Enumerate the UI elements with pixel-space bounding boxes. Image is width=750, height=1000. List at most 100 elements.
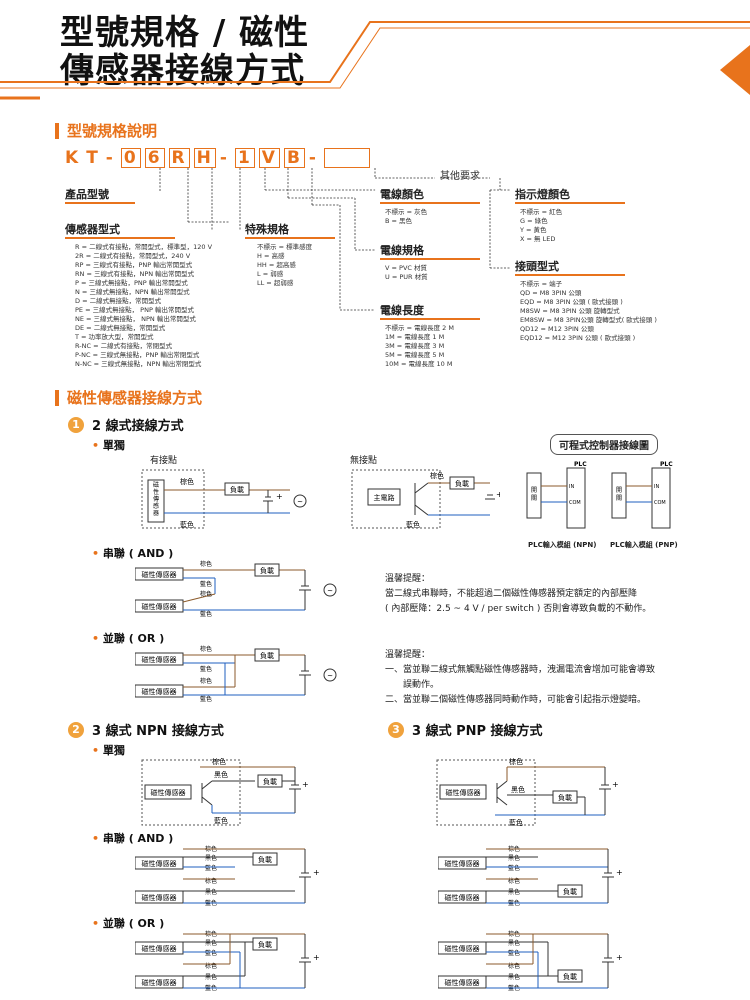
npn-title: 3 線式 NPN 接線方式 xyxy=(92,724,224,739)
svg-text:磁性傳感器: 磁性傳感器 xyxy=(151,788,186,797)
svg-text:黑色: 黑色 xyxy=(214,770,228,779)
svg-text:磁性傳感器: 磁性傳感器 xyxy=(153,481,159,517)
svg-text:棕色: 棕色 xyxy=(200,560,212,568)
svg-text:+: + xyxy=(313,953,320,962)
code-box-blank xyxy=(323,148,370,168)
svg-text:磁性傳感器: 磁性傳感器 xyxy=(446,788,481,797)
diagram-npn-single: 磁性傳感器 棕色 黑色 藍色 負載 + xyxy=(141,757,309,826)
sensor-type-item: P-NC = 三線式無接點，PNP 輸出常閉型式 xyxy=(75,351,200,359)
led-color-item: X = 無 LED xyxy=(520,235,556,243)
wire-length-item: 10M = 電線長度 10 M xyxy=(385,360,453,368)
special-spec-list: 不標示 = 標準感度 H = 高感 HH = 超高感 L = 弱感 LL = 超… xyxy=(257,243,347,288)
svg-text:磁性傳感器: 磁性傳感器 xyxy=(445,944,480,953)
svg-text:磁性傳感器: 磁性傳感器 xyxy=(142,859,177,868)
connector-item: M8SW = M8 3PIN 公頭 旋轉型式 xyxy=(520,307,620,315)
svg-text:負載: 負載 xyxy=(258,855,272,864)
sensor-type-item: P = 三線式無接點，PNP 輸出常開型式 xyxy=(75,279,188,287)
code-box: B xyxy=(283,148,305,168)
svg-text:開: 開 xyxy=(616,487,622,494)
sensor-type-item: DE = 二線式無接點，常開型式 xyxy=(75,324,166,332)
code-box: 0 xyxy=(120,148,141,168)
svg-text:藍色: 藍色 xyxy=(205,949,217,957)
connector-label: 接頭型式 xyxy=(515,259,625,276)
svg-text:磁性傳感器: 磁性傳感器 xyxy=(142,655,177,664)
diagram-pnp-parallel: 磁性傳感器 磁性傳感器 棕色 黑色 藍色 棕色 黑色 藍色 負載 + xyxy=(438,930,623,992)
code-box: H xyxy=(193,148,216,168)
led-color-item: Y = 黃色 xyxy=(520,226,547,234)
wire-spec-item: U = PUR 材質 xyxy=(385,273,428,281)
diagram-pnp-series: 磁性傳感器 磁性傳感器 棕色 黑色 藍色 棕色 黑色 藍色 負載 + xyxy=(438,845,623,907)
svg-text:負載: 負載 xyxy=(563,887,577,896)
pnp-heading: 3 3 線式 PNP 接線方式 xyxy=(388,720,543,739)
two-wire-heading: 1 2 線式接線方式 xyxy=(68,415,184,434)
svg-text:藍色: 藍色 xyxy=(508,949,520,957)
sensor-type-item: NE = 三線式無接點， NPN 輸出常開型式 xyxy=(75,315,196,323)
svg-text:負載: 負載 xyxy=(260,651,274,660)
bullet-single: 單獨 xyxy=(92,437,125,453)
code-box: R xyxy=(168,148,190,168)
svg-text:藍色: 藍色 xyxy=(200,610,212,618)
svg-text:棕色: 棕色 xyxy=(205,962,217,970)
note-series: 溫馨提醒： 當二線式串聯時，不能超過二個磁性傳感器預定額定的內部壓降 ( 內部壓… xyxy=(385,572,715,617)
sensor-type-item: N-NC = 三線式無接點，NPN 輸出常閉型式 xyxy=(75,360,202,368)
sensor-type-item: D = 二線式無接點，常開型式 xyxy=(75,297,162,305)
bullet-series-3wire: 串聯 ( AND ) xyxy=(92,830,173,846)
connector-list: 不標示 = 端子 QD = M8 3PIN 公頭 EQD = M8 3PIN 公… xyxy=(520,280,700,343)
wire-color-list: 不標示 = 灰色 B = 黑色 xyxy=(385,208,485,226)
svg-text:+: + xyxy=(276,492,283,501)
sensor-type-item: RP = 三線式有接點，PNP 輸出常開型式 xyxy=(75,261,193,269)
svg-text:棕色: 棕色 xyxy=(508,877,520,885)
svg-text:+: + xyxy=(496,490,500,499)
bullet-parallel-3wire: 並聯 ( OR ) xyxy=(92,915,164,931)
spec-connector-lines xyxy=(159,168,510,311)
code-char: - xyxy=(105,148,115,168)
with-contact-label: 有接點 xyxy=(150,456,178,466)
svg-text:棕色: 棕色 xyxy=(508,962,520,970)
special-spec-item: HH = 超高感 xyxy=(257,261,296,269)
wire-color-item: B = 黑色 xyxy=(385,217,413,225)
diagram-pnp-single: 磁性傳感器 棕色 黑色 藍色 負載 + xyxy=(436,757,619,827)
wire-length-item: 1M = 電線長度 1 M xyxy=(385,333,445,341)
svg-text:棕色: 棕色 xyxy=(212,757,226,766)
svg-text:黑色: 黑色 xyxy=(508,939,520,947)
two-wire-title: 2 線式接線方式 xyxy=(92,419,184,434)
svg-text:負載: 負載 xyxy=(263,777,277,786)
note-title: 溫馨提醒： xyxy=(385,574,431,584)
code-char: - xyxy=(219,148,229,168)
blue-label: 藍色 xyxy=(180,520,194,529)
wire-color-label: 電線顏色 xyxy=(380,187,480,204)
wire-spec-list: V = PVC 材質 U = PUR 材質 xyxy=(385,264,485,282)
number-badge: 1 xyxy=(68,416,84,433)
code-char: - xyxy=(308,148,318,168)
svg-text:負載: 負載 xyxy=(455,479,469,488)
number-badge: 2 xyxy=(68,721,84,738)
diagram-npn-parallel: 磁性傳感器 磁性傳感器 棕色 黑色 藍色 棕色 黑色 藍色 負載 + xyxy=(135,930,320,992)
led-color-item: 不標示 = 紅色 xyxy=(520,208,563,216)
svg-text:棕色: 棕色 xyxy=(200,590,212,598)
svg-text:+: + xyxy=(616,868,623,877)
diagram-2wire-series: 磁性傳感器 磁性傳感器 棕色 藍色 棕色 藍色 負載 ~ xyxy=(135,560,337,618)
svg-text:負載: 負載 xyxy=(260,566,274,575)
plc-pnp-label: PLC輸入模組 (PNP) xyxy=(610,541,678,549)
svg-text:PLC: PLC xyxy=(574,461,587,468)
diagram-2wire-nocontact: 主電路 棕色 藍色 負載 + xyxy=(351,469,500,529)
svg-text:藍色: 藍色 xyxy=(214,816,228,825)
sensor-type-item: T = 功率放大型，常開型式 xyxy=(75,333,154,341)
wire-length-item: 3M = 電線長度 3 M xyxy=(385,342,445,350)
note-parallel: 溫馨提醒： 一、當並聯二線式無觸點磁性傳感器時，洩漏電流會增加可能會導致 誤動作… xyxy=(385,648,715,708)
svg-text:黑色: 黑色 xyxy=(205,939,217,947)
svg-text:磁性傳感器: 磁性傳感器 xyxy=(142,570,177,579)
special-spec-label: 特殊規格 xyxy=(245,222,335,239)
sensor-type-item: R-NC = 二線式有接點，常閉型式 xyxy=(75,342,173,350)
svg-text:負載: 負載 xyxy=(258,940,272,949)
code-box: V xyxy=(258,148,280,168)
svg-text:黑色: 黑色 xyxy=(205,888,217,896)
note-line: ( 內部壓降：2.5 ~ 4 V / per switch ) 否則會導致負載的… xyxy=(385,604,652,614)
svg-text:藍色: 藍色 xyxy=(508,864,520,872)
diagram-plc: PLC 開 關 IN COM PLC 開 關 IN COM xyxy=(526,461,673,529)
svg-text:負載: 負載 xyxy=(558,793,572,802)
svg-text:磁性傳感器: 磁性傳感器 xyxy=(445,859,480,868)
connector-item: QD = M8 3PIN 公頭 xyxy=(520,289,582,297)
main-circuit-label: 主電路 xyxy=(374,493,395,502)
svg-text:藍色: 藍色 xyxy=(200,665,212,673)
